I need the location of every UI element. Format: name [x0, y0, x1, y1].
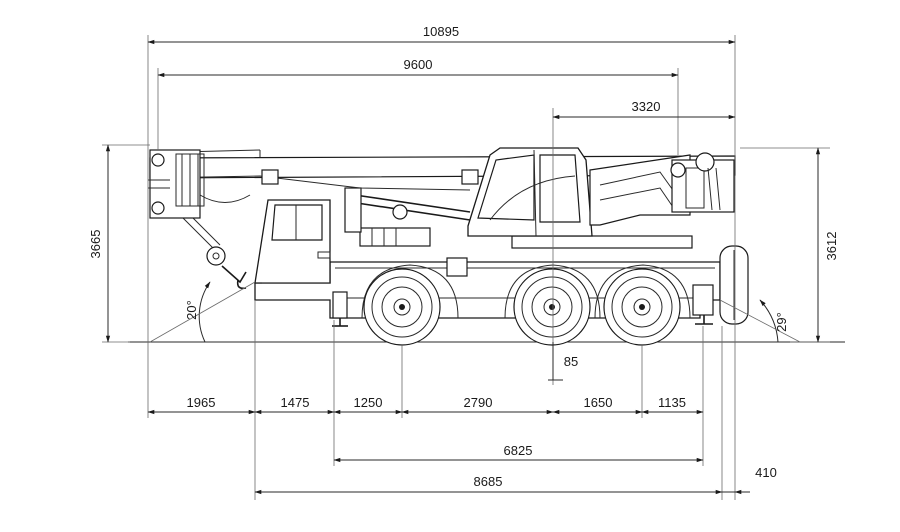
boom-head [148, 149, 205, 219]
carrier-cab [254, 199, 331, 284]
wheel-1 [363, 268, 441, 346]
front-outrigger [332, 291, 348, 327]
dim-approach-angle: 20° [184, 300, 199, 320]
dim-overall-length: 10895 [423, 24, 459, 39]
dim-boom-length: 9600 [404, 57, 433, 72]
crane-vehicle [128, 147, 845, 346]
luffing-cylinder [344, 187, 471, 233]
dim-front-to-axle1: 1250 [354, 395, 383, 410]
superstructure-cab [467, 147, 593, 237]
approach-angle-arc [198, 281, 211, 343]
dim-front-overhang: 1965 [187, 395, 216, 410]
wheel-3 [603, 268, 681, 346]
dim-height-right: 3612 [824, 232, 839, 261]
dim-outrigger-extra: 410 [755, 465, 777, 480]
dim-departure-angle: 29° [774, 312, 789, 332]
dim-wheel-span: 6825 [504, 443, 533, 458]
wheel-2 [513, 268, 591, 346]
dim-offset: 85 [564, 354, 578, 369]
rear-outrigger [692, 284, 714, 325]
dimension-labels: 10895 9600 3320 3665 3612 20° 29° 85 196… [88, 24, 839, 489]
front-wheel-arch [361, 264, 459, 319]
slewing-ring [511, 235, 693, 249]
dim-carrier-length: 8685 [474, 474, 503, 489]
dim-height-left: 3665 [88, 230, 103, 259]
departure-angle-arc [759, 299, 779, 343]
extension-lines [102, 35, 830, 500]
dim-cab-section: 1475 [281, 395, 310, 410]
boom-pivot-frame [589, 152, 735, 226]
dim-rear-overhang: 1135 [658, 395, 686, 410]
dimension-lines [105, 39, 821, 495]
dim-axle1-to-axle2: 2790 [464, 395, 493, 410]
storage-box [446, 257, 468, 277]
rear-wheel-arch [594, 264, 691, 319]
counterweight-block [359, 227, 431, 247]
dim-axle2-to-axle3: 1650 [584, 395, 613, 410]
dim-superstructure-rear: 3320 [632, 99, 661, 114]
